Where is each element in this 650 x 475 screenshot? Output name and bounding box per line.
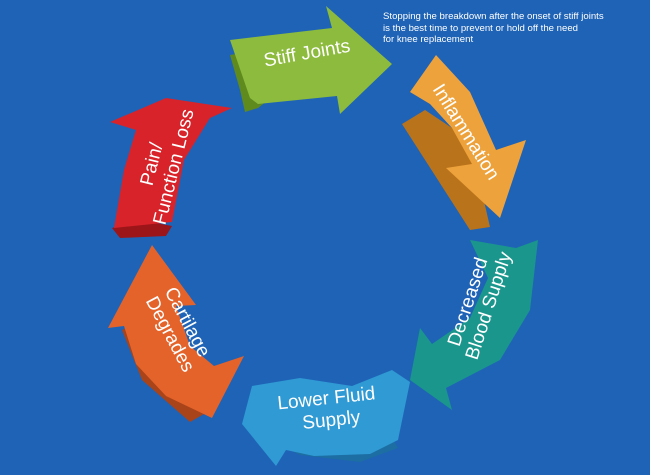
cycle-arrow-pain-function-loss: Pain/ Function Loss [110,98,232,238]
arrow-body-decreased-blood-supply-face [410,240,538,410]
arrow-body-lower-fluid-supply-face [242,370,410,466]
caption-line-3: for knee replacement [383,34,474,45]
arrow-body-cartilage-degrades-face [108,245,244,418]
cycle-arrow-decreased-blood-supply: Decreased Blood Supply [410,240,538,410]
cycle-arrow-stiff-joints: Stiff Joints [230,6,392,114]
caption-note: Stopping the breakdown after the onset o… [383,11,645,46]
cycle-arrow-cartilage-degrades: Cartilage Degrades [108,245,244,422]
arrow-body-pain-function-loss-face [110,98,232,228]
cycle-arrow-inflammation: Inflammation [402,55,526,230]
arrow-body-inflammation-face [410,55,526,218]
caption-line-2: is the best time to prevent or hold off … [383,22,579,34]
arrow-body-stiff-joints-face [230,6,392,114]
cycle-arrow-lower-fluid-supply: Lower Fluid Supply [242,370,410,466]
caption-line-1: Stopping the breakdown after the onset o… [383,11,604,22]
